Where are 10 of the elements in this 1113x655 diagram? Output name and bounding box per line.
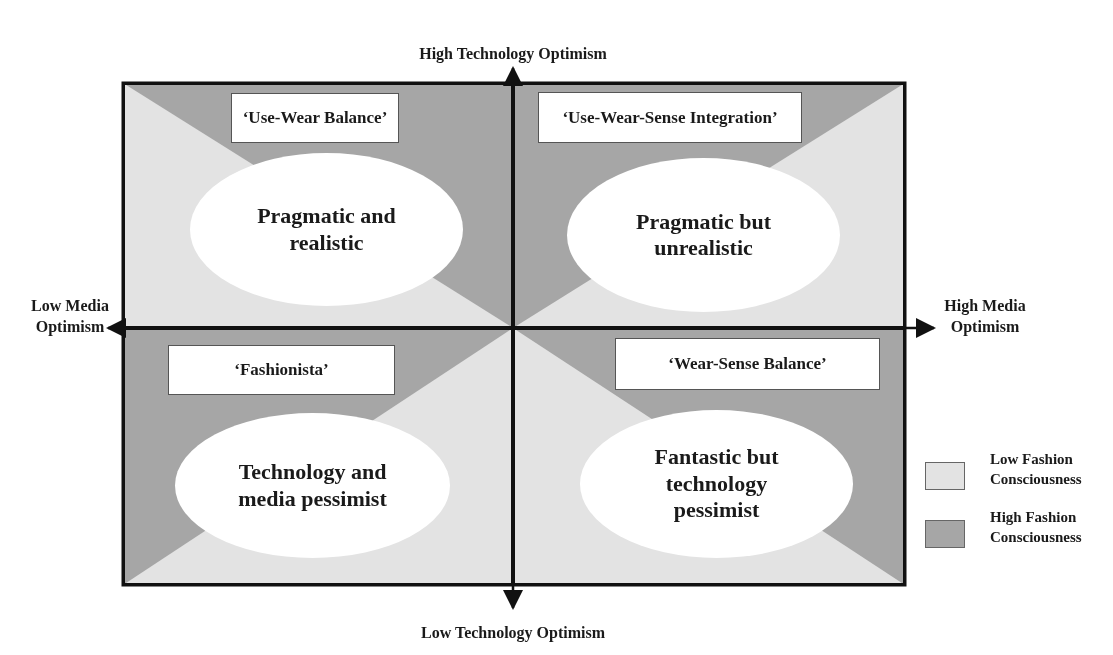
legend-label: High Fashion Consciousness (990, 508, 1083, 547)
axis-label: Low Media Optimism (30, 296, 110, 338)
type-label-box: ‘Use-Wear-Sense Integration’ (538, 92, 802, 143)
type-label-box: ‘Use-Wear Balance’ (231, 93, 399, 143)
axis-label: High Technology Optimism (418, 44, 608, 65)
axis-label: Low Technology Optimism (420, 623, 606, 644)
axis-label: High Media Optimism (943, 296, 1027, 338)
legend-label: Low Fashion Consciousness (990, 450, 1083, 489)
type-label-box: ‘Fashionista’ (168, 345, 395, 395)
type-label-box: ‘Wear-Sense Balance’ (615, 338, 880, 390)
